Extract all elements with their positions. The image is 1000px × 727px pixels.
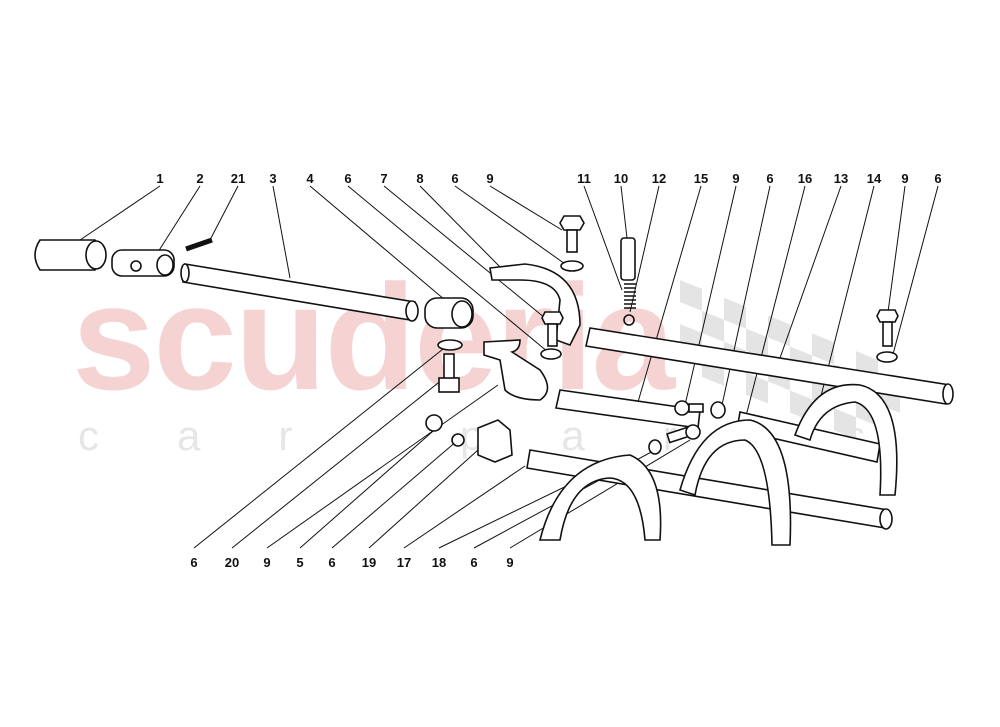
part-1-boot [34, 239, 107, 271]
part-5-lever [483, 339, 549, 401]
callout-label: 20 [224, 555, 240, 570]
callout-label: 9 [901, 171, 909, 186]
part-3-selector-shaft [180, 263, 419, 322]
callout-label: 6 [766, 171, 774, 186]
part-6-washer-mid [451, 433, 465, 447]
part-4-lever-sleeve [424, 297, 474, 329]
part-7-bracket [489, 263, 581, 346]
callout-label: 4 [306, 171, 314, 186]
callout-label: 17 [396, 555, 412, 570]
callout-label: 6 [190, 555, 198, 570]
callout-label: 12 [651, 171, 667, 186]
part-9-bolt-lower [666, 424, 701, 444]
callout-label: 11 [577, 171, 591, 186]
callout-label: 13 [833, 171, 849, 186]
callout-label: 1 [156, 171, 164, 186]
callout-label: 6 [470, 555, 478, 570]
callout-label: 10 [613, 171, 629, 186]
callout-label: 14 [866, 171, 882, 186]
part-11-spring [624, 283, 636, 309]
callout-label: 16 [797, 171, 813, 186]
part-9-bolt-mid-right [674, 400, 704, 416]
part-9-bolt-top [559, 215, 585, 253]
callout-label: 2 [196, 171, 204, 186]
callout-label: 9 [486, 171, 494, 186]
callout-label: 21 [230, 171, 246, 186]
callout-label: 7 [380, 171, 388, 186]
callout-label: 9 [732, 171, 740, 186]
callout-label: 18 [431, 555, 447, 570]
part-16-fork [679, 419, 792, 546]
callout-label: 9 [506, 555, 514, 570]
part-6-ring-lower [648, 439, 662, 455]
part-9-bolt [541, 311, 564, 347]
callout-label: 19 [361, 555, 377, 570]
part-6-washer-top [560, 260, 584, 272]
callout-label: 3 [269, 171, 277, 186]
part-9-bolt-mid [425, 414, 443, 432]
part-12-ball [623, 314, 635, 326]
leader-lines [79, 185, 939, 549]
callout-label: 15 [693, 171, 709, 186]
part-19-block [477, 419, 513, 463]
callout-label: 6 [934, 171, 942, 186]
part-10-plunger [620, 237, 636, 281]
part-6-ring [710, 401, 726, 419]
part-18-fork [538, 454, 662, 541]
callout-label: 6 [451, 171, 459, 186]
part-2-universal-joint [111, 249, 175, 277]
callout-label: 5 [296, 555, 304, 570]
part-9-bolt-right [876, 309, 899, 347]
callout-label: 8 [416, 171, 424, 186]
part-21-pin [185, 237, 213, 252]
callout-label: 6 [344, 171, 352, 186]
callout-label: 9 [263, 555, 271, 570]
callout-label: 6 [328, 555, 336, 570]
part-6-washer [540, 348, 562, 360]
part-20-bolt [438, 353, 460, 393]
part-14-fork [793, 383, 898, 496]
part-6-washer [437, 339, 463, 351]
part-6-washer-right [876, 351, 898, 363]
